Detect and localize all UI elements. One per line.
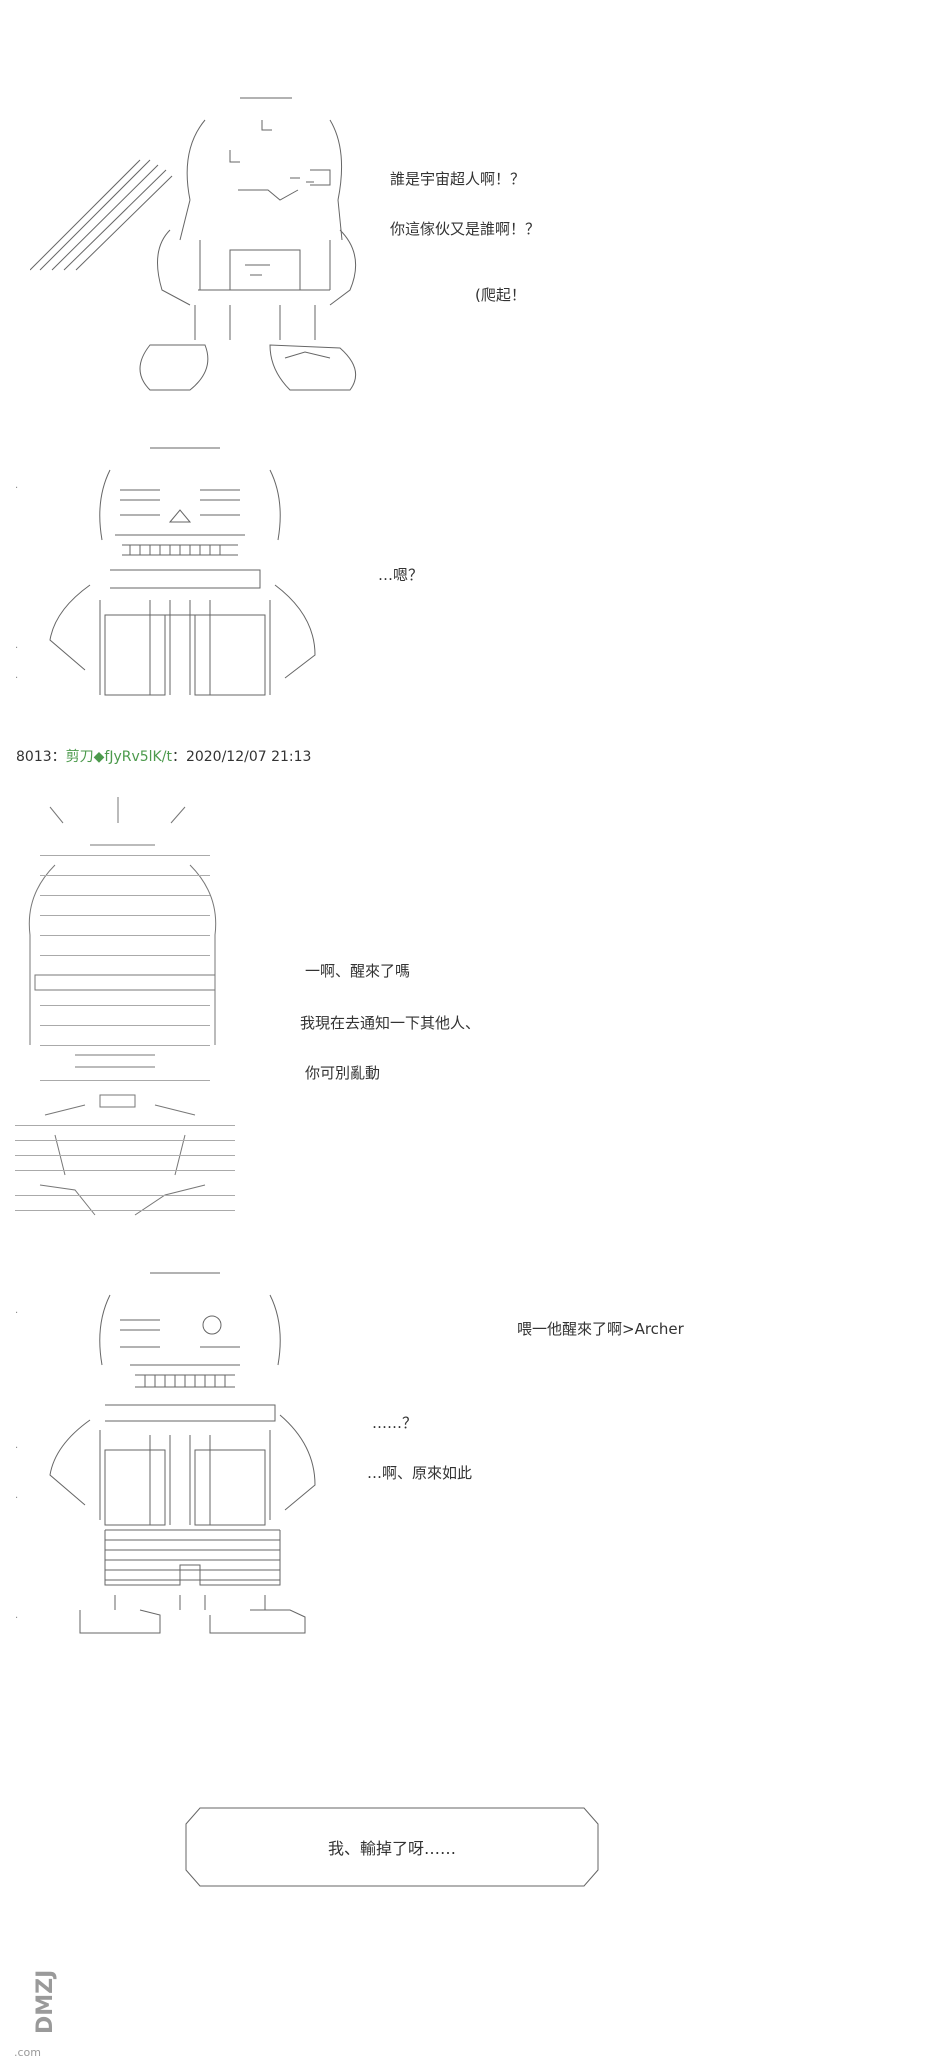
margin-dot: . [15, 1610, 19, 1621]
margin-dot: . [15, 640, 19, 651]
panel1-line3: (爬起！ [475, 286, 526, 304]
margin-dot: . [15, 480, 19, 491]
margin-dot: . [15, 1440, 19, 1451]
ascii-art-character-2 [49, 447, 316, 696]
panel4-line3: …啊、原來如此 [367, 1464, 473, 1482]
post-header: 8013：剪刀◆fJyRv5lK/t：2020/12/07 21:13 [16, 746, 311, 766]
margin-dot: . [15, 670, 19, 681]
panel1-line2: 你這傢伙又是誰啊！？ [390, 220, 541, 238]
watermark-site-text: .com [14, 2046, 41, 2059]
panel1-line1: 誰是宇宙超人啊！？ [390, 170, 526, 188]
ascii-art-character-3 [15, 797, 235, 1216]
dmzj-logo-icon: DMZJ .com [14, 1970, 58, 2059]
post-number: 8013： [16, 749, 66, 765]
ascii-art-character-4 [49, 1272, 316, 1634]
site-watermark: DMZJ .com [12, 1960, 82, 2064]
panel2-line1: …嗯？ [378, 566, 424, 584]
post-author[interactable]: 剪刀◆fJyRv5lK/t [65, 749, 172, 765]
dialogue-box: 我、輸掉了呀…… [182, 1806, 602, 1888]
panel3-line3: 你可別亂動 [305, 1064, 381, 1082]
post-date: ：2020/12/07 21:13 [171, 749, 312, 765]
margin-dot: . [15, 1305, 19, 1316]
panel4-line2: ……？ [372, 1414, 418, 1432]
panel4-line1: 喂一他醒來了啊>Archer [517, 1320, 684, 1338]
watermark-logo-text: DMZJ [33, 1970, 58, 2034]
panel3-line2: 我現在去通知一下其他人、 [300, 1014, 481, 1032]
margin-dot: . [15, 1490, 19, 1501]
dialogue-box-text: 我、輸掉了呀…… [327, 1839, 456, 1858]
ascii-art-character-1 [30, 97, 357, 391]
dialogue-box-border [185, 1807, 599, 1887]
panel3-line1: 一啊、醒來了嗎 [305, 962, 411, 980]
